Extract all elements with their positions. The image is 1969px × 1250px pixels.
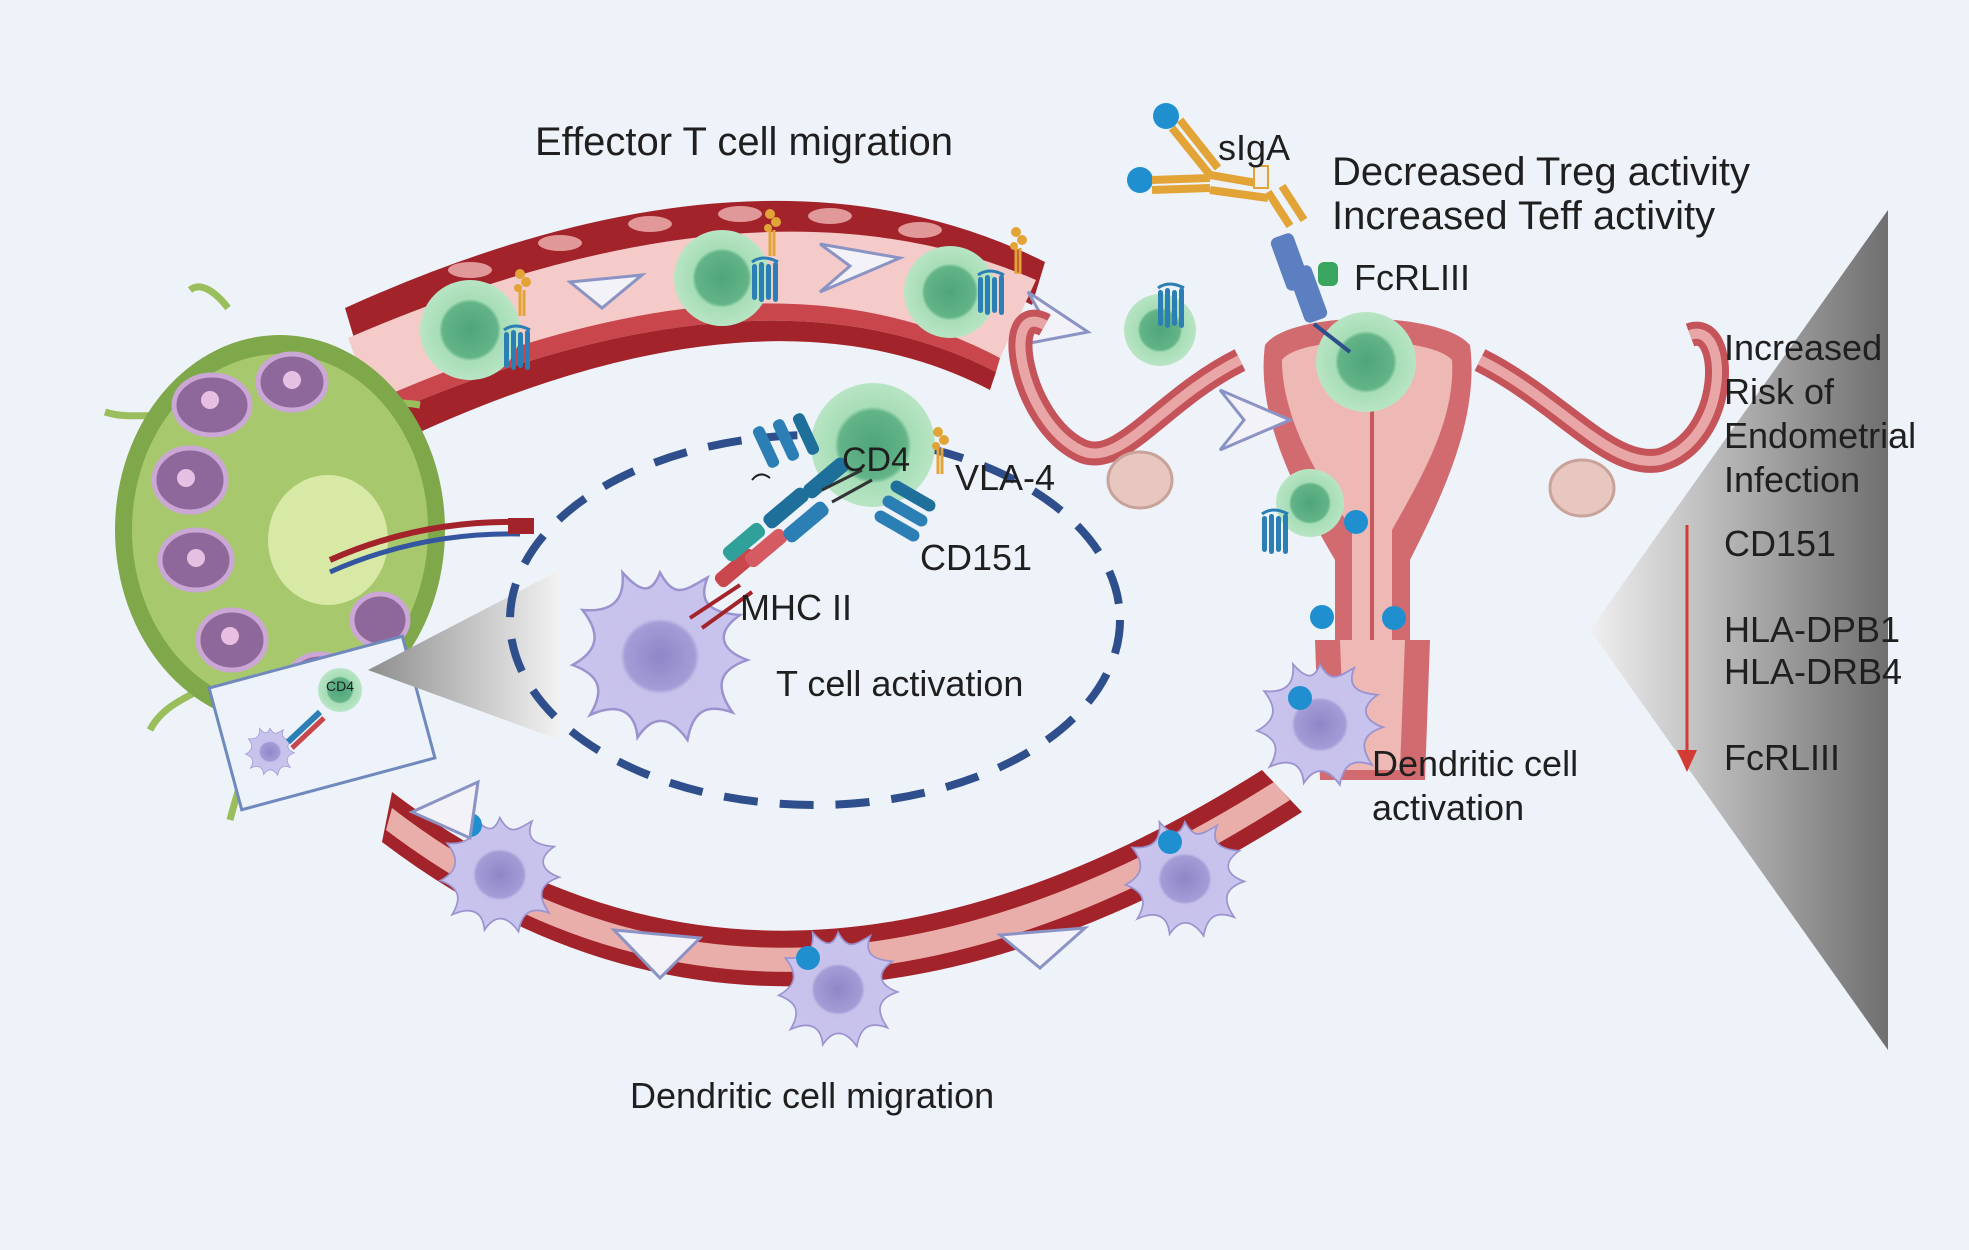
dc-activation-label-line1: Dendritic cell <box>1372 743 1579 784</box>
lymph-node <box>103 283 534 821</box>
risk-title-line: Endometrial <box>1724 415 1917 456</box>
risk-gene-hla-drb4: HLA-DRB4 <box>1724 651 1903 692</box>
risk-gene-hla-dpb1: HLA-DPB1 <box>1724 609 1901 650</box>
risk-gene-cd151: CD151 <box>1724 523 1837 564</box>
t-cell-activation-label: T cell activation <box>776 663 1024 704</box>
inset-cd4-label: CD4 <box>326 678 355 694</box>
risk-title-line: Risk of <box>1724 371 1835 412</box>
risk-title-line: Infection <box>1724 459 1861 500</box>
risk-wedge <box>1590 210 1888 1050</box>
risk-title: Increased Risk of Endometrial Infection <box>1724 326 1916 502</box>
teff-label: Increased Teff activity <box>1332 194 1716 238</box>
vla4-label: VLA-4 <box>955 457 1056 498</box>
cd4-label: CD4 <box>842 441 911 479</box>
mhc2-label: MHC II <box>740 587 852 628</box>
dc-migration-label: Dendritic cell migration <box>630 1075 995 1116</box>
dc-activation-label-line2: activation <box>1372 787 1525 828</box>
risk-gene-fcrliii: FcRLIII <box>1724 737 1841 778</box>
risk-title-line: Increased <box>1724 327 1883 368</box>
siga-label: sIgA <box>1218 127 1291 168</box>
effector-migration-label: Effector T cell migration <box>535 120 953 164</box>
treg-label: Decreased Treg activity <box>1332 150 1750 194</box>
fcrliii-receptor-label: FcRLIII <box>1354 257 1471 298</box>
cd151-activation-label: CD151 <box>920 537 1033 578</box>
